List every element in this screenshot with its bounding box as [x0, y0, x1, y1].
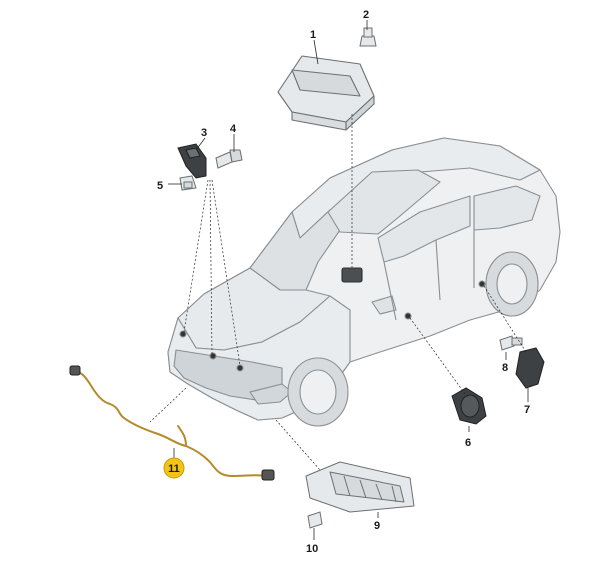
nut-icon-2: [359, 27, 377, 47]
car-side-window-front: [377, 195, 471, 263]
wiring-harness-icon: [69, 365, 275, 481]
callout-10: 10: [306, 543, 318, 555]
callout-11-badge: [163, 457, 185, 479]
side-sensor-icon: [451, 387, 487, 425]
car-mirror: [371, 295, 397, 315]
callouts: 1 2 3 4 5 6 7 8 9 10 11: [157, 9, 530, 555]
callout-8: 8: [502, 362, 508, 374]
dashed-leaders: [149, 114, 527, 471]
nut-icon-5: [179, 175, 197, 191]
leader-lines: [168, 20, 529, 540]
callout-2: 2: [363, 9, 369, 21]
bolt-icon-10: [307, 511, 323, 529]
callout-11: 11: [168, 463, 180, 475]
crash-sensor-icon: [177, 143, 207, 179]
callout-6: 6: [465, 437, 471, 449]
car-illustration: [167, 137, 561, 427]
callout-3: 3: [201, 127, 207, 139]
callout-7: 7: [524, 404, 530, 416]
bracket-icon: [305, 461, 415, 513]
bolt-icon-8: [499, 335, 523, 351]
bolt-icon-4: [215, 149, 243, 169]
callout-5: 5: [157, 180, 163, 192]
callout-9: 9: [374, 520, 380, 532]
callout-1: 1: [310, 29, 316, 41]
car-headlight: [249, 383, 293, 405]
callout-4: 4: [230, 123, 237, 135]
airbag-control-unit-icon: [277, 55, 375, 131]
car-control-unit-mark: [341, 267, 363, 283]
rear-sensor-icon: [515, 347, 545, 389]
car-sunroof: [327, 169, 441, 235]
